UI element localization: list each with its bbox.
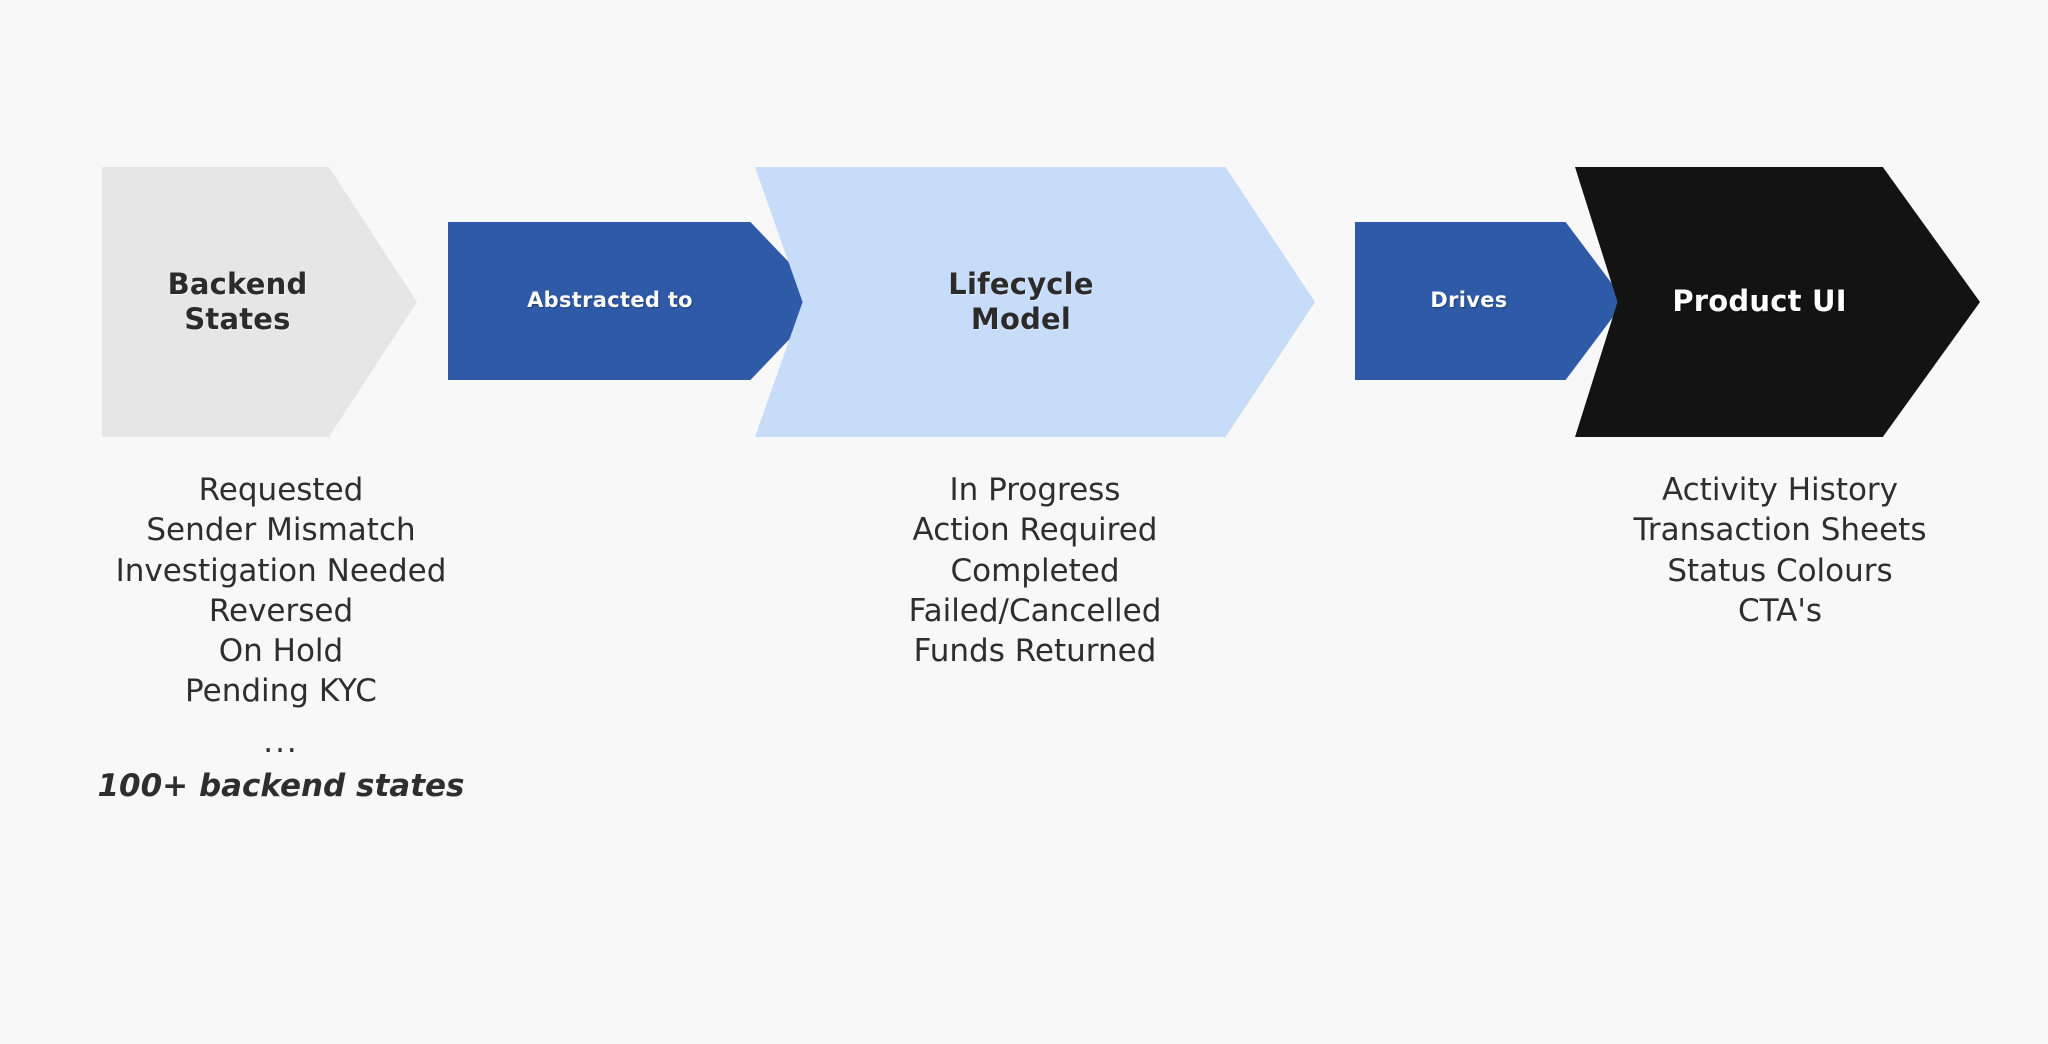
list-item: Funds Returned <box>913 633 1157 670</box>
process-flow-band: Backend States Abstracted to Lifecycle M… <box>0 0 2048 470</box>
column-backend-states: Requested Sender Mismatch Investigation … <box>16 470 546 806</box>
list-item: Reversed <box>208 592 354 629</box>
list-item: Activity History <box>1661 472 1899 508</box>
list-item: Failed/Cancelled <box>908 592 1162 629</box>
list-item: Sender Mismatch <box>146 512 416 549</box>
column-product-ui: Activity History Transaction Sheets Stat… <box>1520 470 2040 631</box>
stage-lifecycle-model-label: Lifecycle Model <box>948 266 1094 336</box>
list-item: In Progress <box>949 472 1121 508</box>
list-item: Pending KYC <box>185 673 377 710</box>
list-item: Transaction Sheets <box>1633 512 1927 549</box>
stage-backend-states-label: Backend States <box>167 266 308 336</box>
list-item: On Hold <box>218 633 344 670</box>
list-item: CTA's <box>1737 592 1823 629</box>
connector-abstracted-to[interactable]: Abstracted to <box>448 222 826 380</box>
ellipsis-indicator: ... <box>263 723 299 760</box>
list-item: Status Colours <box>1667 552 1893 589</box>
column-lifecycle-model: In Progress Action Required Completed Fa… <box>775 470 1295 671</box>
connector-drives-label: Drives <box>1430 288 1508 313</box>
stage-product-ui-label: Product UI <box>1672 284 1847 319</box>
list-item: Investigation Needed <box>115 552 447 589</box>
list-item: Completed <box>950 552 1120 589</box>
connector-drives[interactable]: Drives <box>1355 222 1625 380</box>
backend-states-count-note: 100+ backend states <box>97 768 465 805</box>
list-item: Action Required <box>912 512 1158 549</box>
stage-backend-states[interactable]: Backend States <box>102 167 417 437</box>
list-item: Requested <box>198 472 364 508</box>
stage-lifecycle-model[interactable]: Lifecycle Model <box>755 167 1315 437</box>
connector-abstracted-to-label: Abstracted to <box>527 288 693 313</box>
stage-product-ui[interactable]: Product UI <box>1575 167 1980 437</box>
